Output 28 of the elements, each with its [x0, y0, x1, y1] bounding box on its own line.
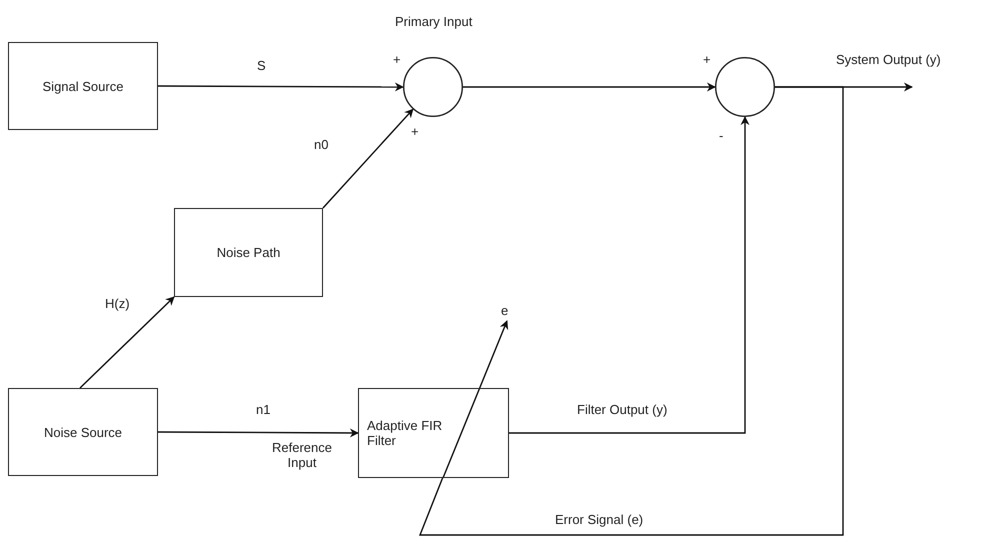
arrow [158, 82, 404, 92]
process-box [8, 42, 158, 130]
arrow [80, 296, 175, 388]
edge-label: System Output (y) [835, 52, 942, 67]
arrow [322, 108, 414, 208]
signal-label: Reference Input [271, 440, 333, 470]
edge-label: n0 [313, 137, 330, 152]
sign-label: + [703, 53, 711, 67]
box-label: Adaptive FIR Filter [367, 418, 444, 448]
edge-label: H(z) [104, 296, 131, 311]
edge-label: Error Signal (e) [554, 512, 644, 527]
box-label: Noise Source [44, 424, 122, 440]
signal-label: e [501, 303, 508, 318]
box-label: Noise Path [216, 245, 280, 260]
sign-label: + [411, 125, 419, 139]
sign-label: + [393, 53, 401, 67]
edge-label: Filter Output (y) [576, 402, 668, 417]
edge-label: S [256, 58, 267, 73]
process-box [8, 388, 158, 476]
arrow [509, 116, 750, 434]
box-label: Signal Source [42, 78, 124, 94]
sign-label: - [719, 129, 724, 143]
process-box [358, 388, 509, 478]
arrow [463, 82, 716, 92]
arrow [158, 428, 359, 438]
process-box [174, 208, 323, 297]
signal-label: Primary Input [395, 14, 472, 29]
edge-label: n1 [255, 402, 272, 417]
